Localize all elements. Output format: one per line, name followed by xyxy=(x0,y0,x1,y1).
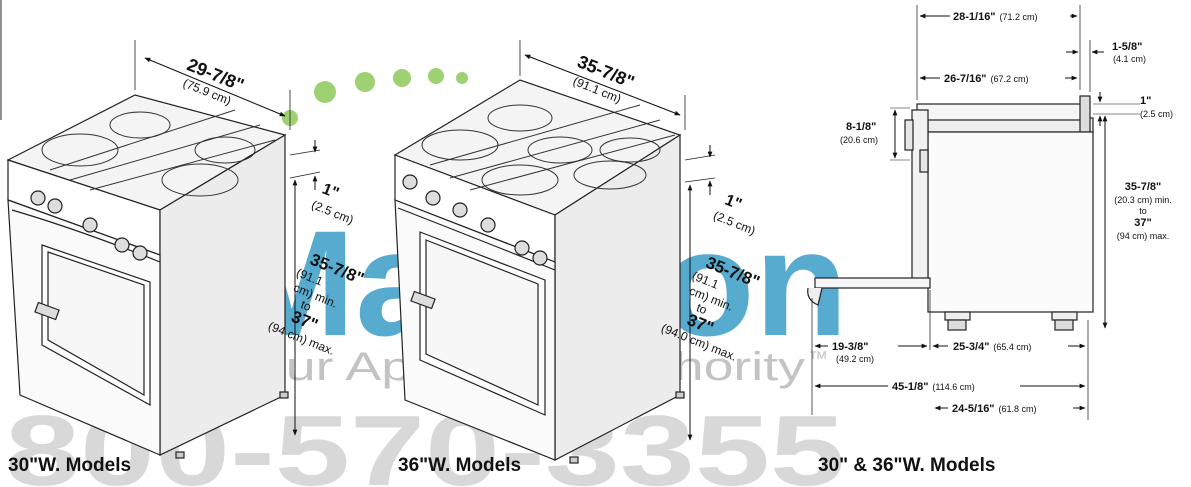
dim-overall-open-in: 45-1/8" xyxy=(892,381,928,393)
dim-overall-open-cm: (114.6 cm) xyxy=(932,382,974,392)
svg-text:24-5/16"(61.8 cm): 24-5/16" (61.8 cm) xyxy=(952,403,1037,415)
panel-title-side: 30" & 36"W. Models xyxy=(818,455,996,476)
range-30-illustration xyxy=(6,94,289,459)
watermark-dots xyxy=(282,68,468,126)
panel-title-30: 30"W. Models xyxy=(8,455,132,476)
dim-side-height-in2: 37" xyxy=(1134,217,1151,229)
watermark-trademark: ™ xyxy=(808,348,828,370)
side-view-dimension-labels: 28-1/16" (71.2 cm) 1-5/8" (4.1 cm) 26-7/1… xyxy=(828,8,1173,416)
dim-36-gap-in: 1" xyxy=(722,192,744,214)
dim-door-open-cm: (49.2 cm) xyxy=(836,354,874,364)
dim-leg-span-cm: (65.4 cm) xyxy=(993,342,1031,352)
panel-title-36: 36"W. Models xyxy=(398,455,522,476)
dim-door-open-in: 19-3/8" xyxy=(832,341,868,353)
dim-side-gap-cm: (2.5 cm) xyxy=(1140,109,1173,119)
dim-handle-cm: (20.6 cm) xyxy=(840,135,878,145)
dim-side-height-to: to xyxy=(1139,206,1147,216)
dim-30-gap-in: 1" xyxy=(320,181,342,203)
dim-side-height-in: 35-7/8" xyxy=(1125,181,1161,193)
range-side-view xyxy=(807,95,1094,331)
dim-handle-in: 8-1/8" xyxy=(846,121,876,133)
range-36-illustration xyxy=(393,79,685,464)
dim-side-height-cm2: (94 cm) max. xyxy=(1117,231,1170,241)
dim-backguard-cm: (4.1 cm) xyxy=(1113,54,1146,64)
dim-body-depth-cm: (67.2 cm) xyxy=(991,74,1029,84)
dim-leg-depth-cm: (61.8 cm) xyxy=(999,404,1037,414)
svg-text:45-1/8"(114.6 cm): 45-1/8" (114.6 cm) xyxy=(892,381,975,393)
dim-side-gap-in: 1" xyxy=(1140,95,1151,107)
dim-side-height-cm1: (20.3 cm) min. xyxy=(1114,195,1172,205)
dim-leg-depth-in: 24-5/16" xyxy=(952,403,995,415)
dim-depth-total-in: 28-1/16" xyxy=(953,11,996,23)
dim-backguard-in: 1-5/8" xyxy=(1112,41,1142,53)
svg-text:26-7/16"(67.2 cm): 26-7/16" (67.2 cm) xyxy=(944,73,1029,85)
dim-depth-total-cm: (71.2 cm) xyxy=(1000,12,1038,22)
dim-body-depth-in: 26-7/16" xyxy=(944,73,987,85)
dim-leg-span-in: 25-3/4" xyxy=(953,341,989,353)
svg-text:28-1/16"(71.2 cm): 28-1/16" (71.2 cm) xyxy=(953,11,1038,23)
svg-text:25-3/4"(65.4 cm): 25-3/4" (65.4 cm) xyxy=(953,341,1031,353)
